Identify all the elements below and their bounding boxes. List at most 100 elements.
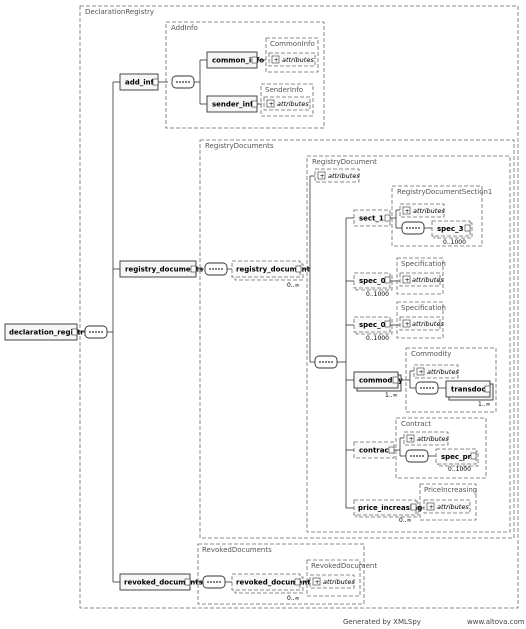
price-increasing-type-label: PriceIncreasing bbox=[424, 486, 477, 494]
svg-text:+: + bbox=[405, 208, 410, 215]
revoked-documents-label: revoked_documents bbox=[124, 579, 203, 587]
sect-1-group bbox=[391, 185, 483, 247]
svg-text:+: + bbox=[320, 173, 325, 180]
spec-pril-label: spec_pril bbox=[441, 453, 476, 461]
spec-06-cardinality: 0..1000 bbox=[366, 291, 389, 298]
revoked-documents-group bbox=[197, 543, 365, 605]
revoked-documents-expand-icon[interactable] bbox=[184, 578, 191, 586]
attributes-label: attributes bbox=[413, 207, 445, 215]
spec-07-label: spec_07 bbox=[359, 321, 390, 329]
plus-icon[interactable] bbox=[402, 275, 411, 284]
plus-icon[interactable] bbox=[317, 171, 326, 180]
common-info-label: common_info bbox=[212, 57, 264, 65]
revoked-document-attributes[interactable] bbox=[309, 574, 355, 589]
attributes-label: attributes bbox=[412, 320, 444, 328]
svg-text:+: + bbox=[405, 321, 410, 328]
spec-07-group bbox=[396, 301, 444, 339]
spec-07-expand-icon[interactable] bbox=[384, 320, 391, 328]
price-increasing-group bbox=[419, 483, 477, 521]
add-info-type-label: AddInfo bbox=[171, 24, 198, 32]
price-increasing-label: price_increasing bbox=[358, 504, 422, 512]
revoked-document-label: revoked_document bbox=[236, 579, 311, 587]
registry-documents-group bbox=[199, 139, 515, 539]
price-increasing-expand-icon[interactable] bbox=[410, 503, 417, 511]
plus-icon[interactable] bbox=[271, 55, 280, 64]
plus-icon[interactable] bbox=[312, 577, 321, 586]
transdocs-label: transdocs bbox=[451, 386, 490, 394]
declaration-registry-expand-icon[interactable] bbox=[71, 328, 78, 336]
sender-info-expand-icon[interactable] bbox=[251, 100, 258, 108]
common-info-group bbox=[265, 37, 319, 73]
registry-document-group bbox=[306, 155, 511, 533]
plus-icon[interactable] bbox=[402, 206, 411, 215]
spec-06-expand-icon[interactable] bbox=[384, 276, 391, 284]
attributes-label: attributes bbox=[412, 276, 444, 284]
contract-attributes[interactable] bbox=[403, 431, 449, 446]
contract-group bbox=[395, 417, 487, 479]
revoked-document-type-label: RevokedDocument bbox=[311, 562, 377, 570]
commodity-cardinality: 1..∞ bbox=[385, 392, 398, 399]
add-info-label: add_info bbox=[125, 79, 159, 87]
spec-3-label: spec_3 bbox=[437, 225, 464, 233]
add-info-expand-icon[interactable] bbox=[152, 78, 159, 86]
contract-expand-icon[interactable] bbox=[388, 446, 395, 454]
registry-documents-expand-icon[interactable] bbox=[190, 265, 197, 273]
plus-icon[interactable] bbox=[416, 367, 425, 376]
svg-text:+: + bbox=[409, 436, 414, 443]
transdocs-expand-icon[interactable] bbox=[484, 385, 491, 393]
svg-text:+: + bbox=[405, 277, 410, 284]
attributes-label: attributes bbox=[427, 368, 459, 376]
sender-info-label: sender_info bbox=[212, 101, 258, 109]
plus-icon[interactable] bbox=[426, 502, 435, 511]
spec-07-type-label: Specification bbox=[401, 304, 446, 312]
plus-icon[interactable] bbox=[402, 319, 411, 328]
attributes-label: attributes bbox=[282, 56, 314, 64]
contract-type-label: Contract bbox=[401, 420, 431, 428]
declaration-registry-type-label: DeclarationRegistry bbox=[85, 8, 154, 16]
sect-1-attributes[interactable] bbox=[399, 203, 445, 218]
registry-document-cardinality: 0..∞ bbox=[287, 282, 300, 289]
common-info-attributes[interactable] bbox=[268, 52, 316, 67]
add-info-group bbox=[165, 21, 325, 129]
commodity-label: commodity bbox=[359, 377, 403, 385]
svg-text:+: + bbox=[274, 57, 279, 64]
sect-1-type-label: RegistryDocumentSection1 bbox=[397, 188, 492, 196]
price-increasing-cardinality: 0..∞ bbox=[399, 517, 412, 524]
spec-06-group bbox=[396, 257, 444, 295]
commodity-attributes[interactable] bbox=[413, 364, 459, 379]
registry-documents-type-label: RegistryDocuments bbox=[205, 142, 274, 150]
declaration-registry-label: declaration_registry bbox=[9, 329, 89, 337]
registry-document-expand-icon[interactable] bbox=[295, 265, 302, 273]
revoked-document-group bbox=[306, 559, 361, 597]
common-info-expand-icon[interactable] bbox=[251, 56, 258, 64]
declaration-registry-group bbox=[79, 5, 519, 609]
contract-label: contract bbox=[359, 447, 393, 455]
commodity-group bbox=[405, 347, 497, 413]
attributes-label: attributes bbox=[323, 578, 355, 586]
sect-1-expand-icon[interactable] bbox=[384, 214, 391, 222]
spec-07-cardinality: 0..1000 bbox=[366, 335, 389, 342]
svg-text:+: + bbox=[269, 101, 274, 108]
price-increasing-attributes[interactable] bbox=[423, 499, 471, 514]
attributes-label: attributes bbox=[417, 435, 449, 443]
commodity-expand-icon[interactable] bbox=[392, 376, 399, 384]
spec-pril-node[interactable] bbox=[435, 448, 477, 465]
plus-icon[interactable] bbox=[266, 99, 275, 108]
commodity-type-label: Commodity bbox=[411, 350, 451, 358]
attributes-label: attributes bbox=[277, 100, 309, 108]
spec-3-expand-icon[interactable] bbox=[464, 224, 471, 232]
registry-documents-label: registry_documents bbox=[125, 266, 203, 274]
registry-document-attributes[interactable] bbox=[314, 168, 360, 183]
revoked-documents-type-label: RevokedDocuments bbox=[202, 546, 272, 554]
registry-document-type-label: RegistryDocument bbox=[312, 158, 377, 166]
revoked-document-expand-icon[interactable] bbox=[294, 578, 301, 586]
sect-1-label: sect_1 bbox=[359, 215, 384, 223]
spec-pril-expand-icon[interactable] bbox=[470, 452, 477, 460]
plus-icon[interactable] bbox=[406, 434, 415, 443]
sender-info-attributes[interactable] bbox=[263, 96, 311, 111]
svg-text:+: + bbox=[419, 369, 424, 376]
sender-info-group bbox=[260, 83, 314, 117]
generated-by-label: Generated by XMLSpy bbox=[343, 618, 421, 626]
site-link[interactable]: www.altova.com bbox=[467, 618, 525, 626]
